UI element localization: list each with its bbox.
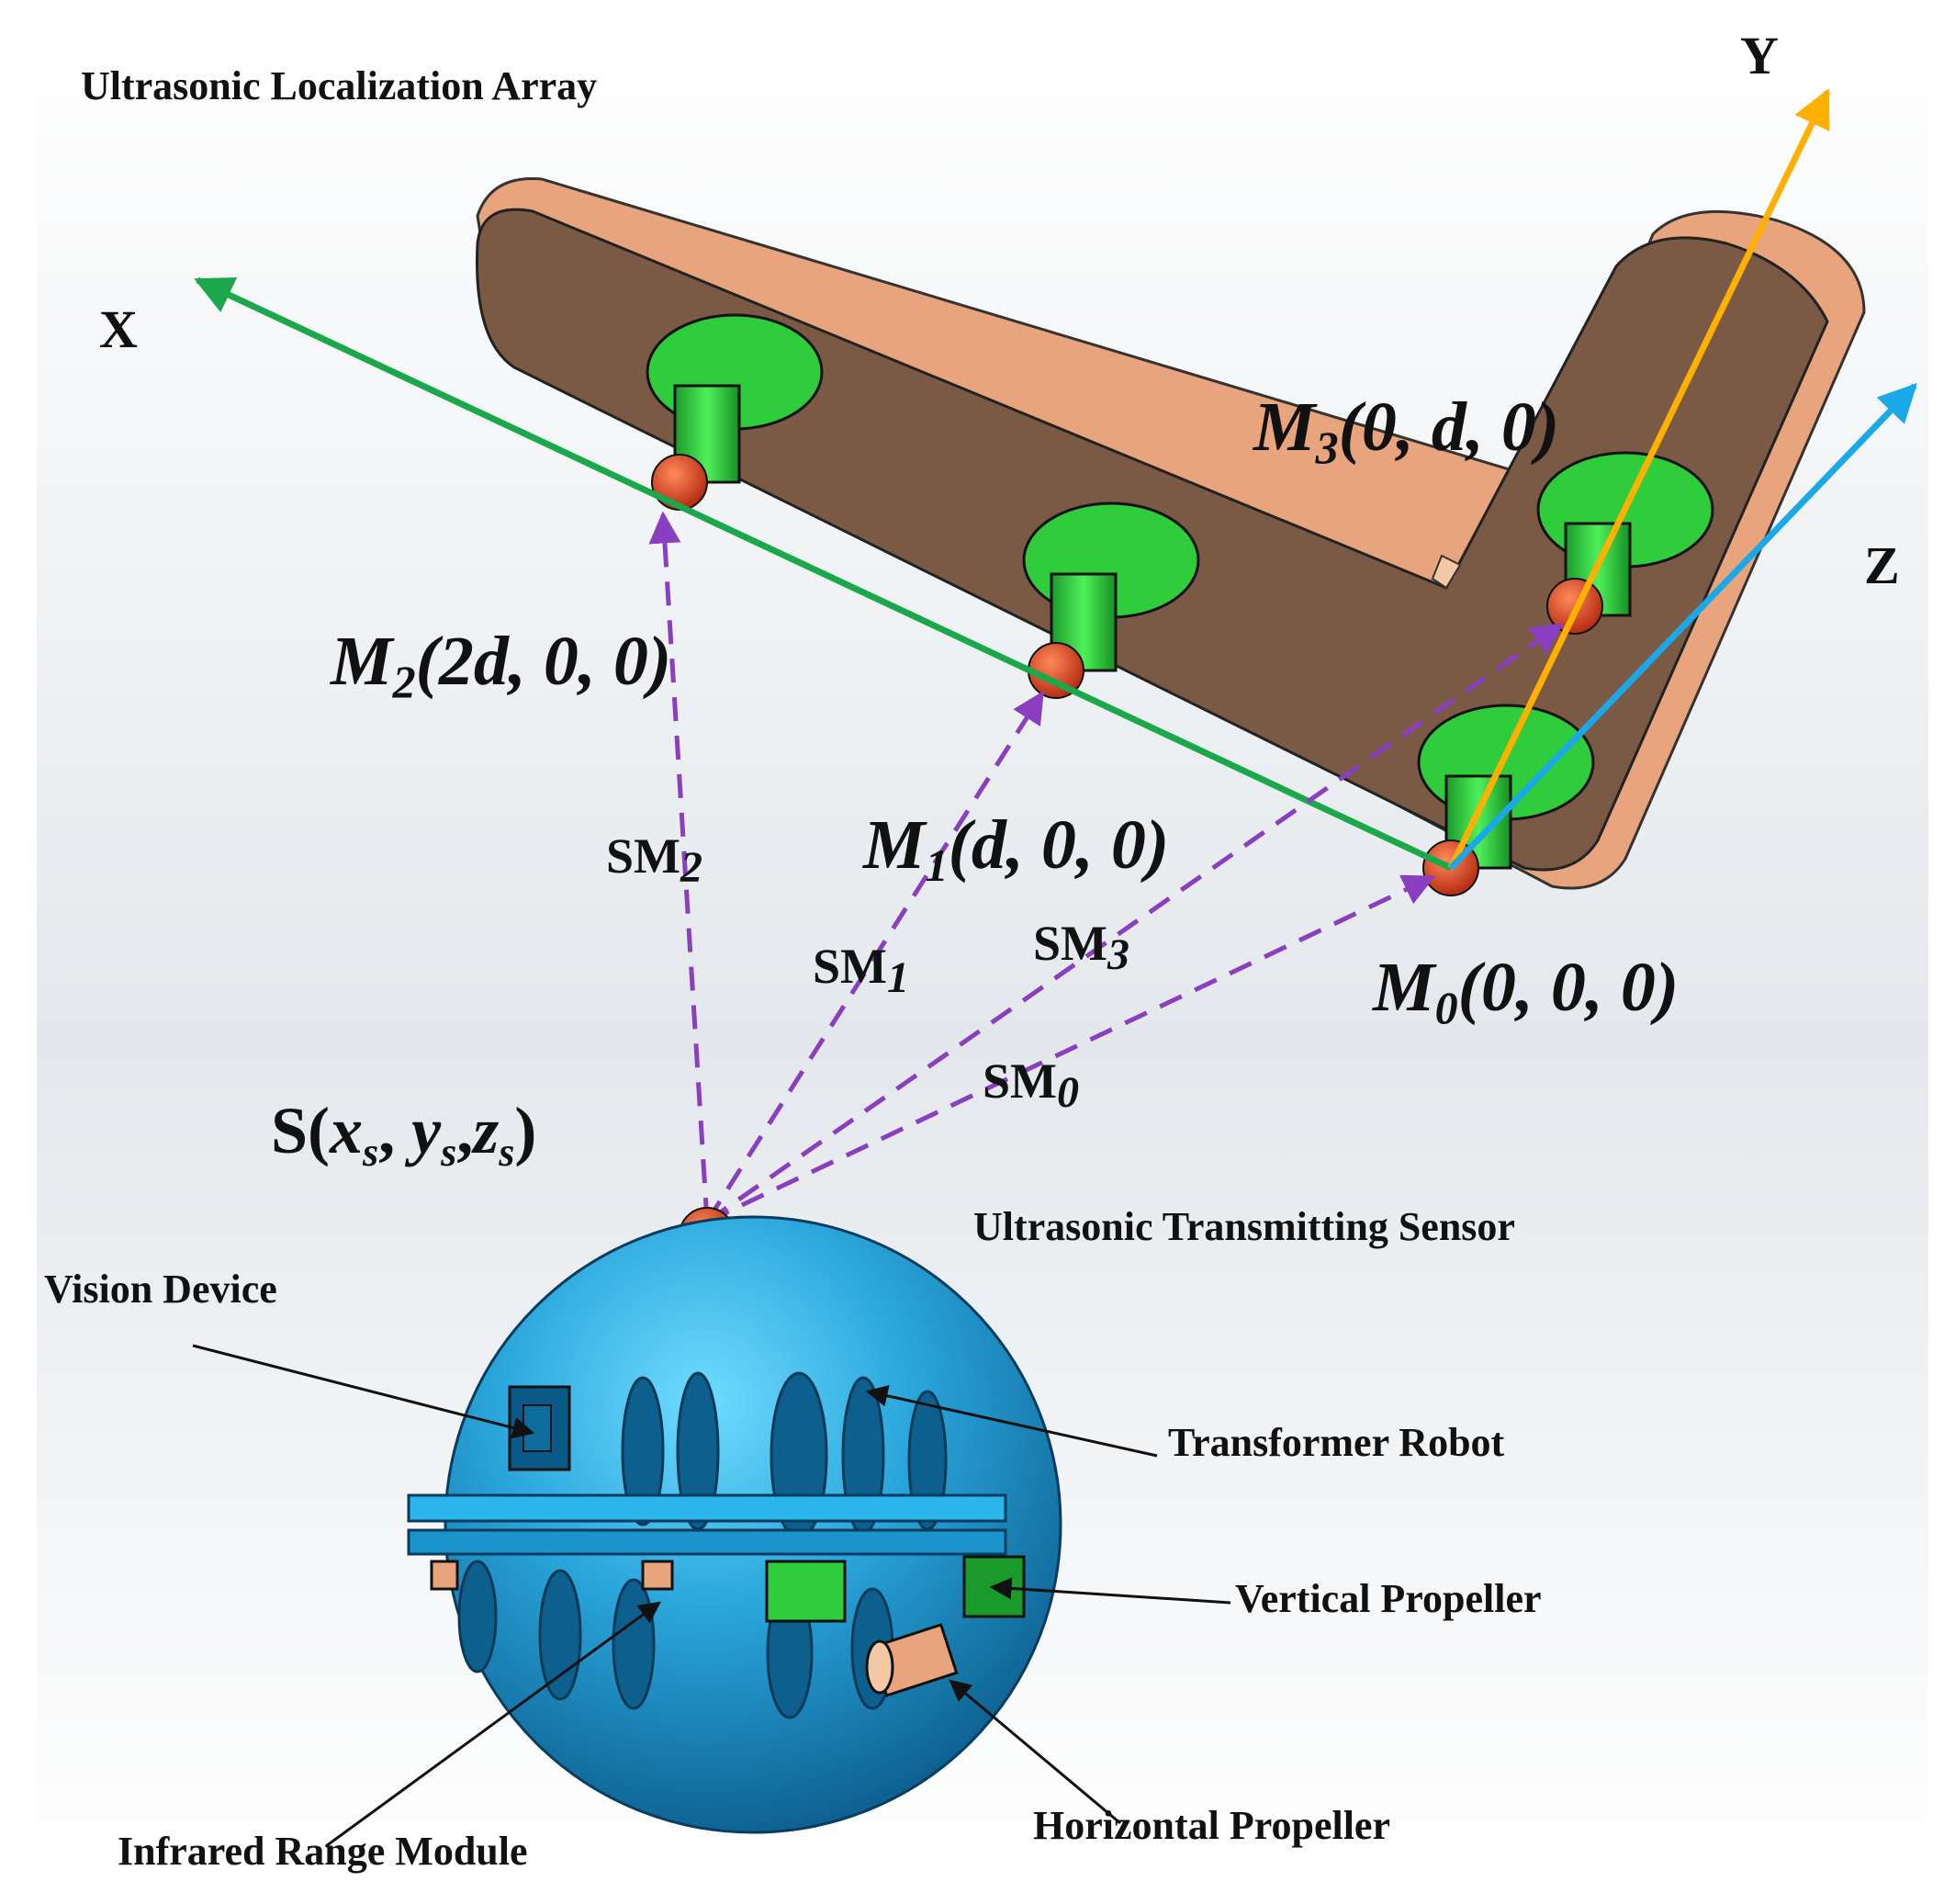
- infrared-module-label: Infrared Range Module: [118, 1829, 528, 1874]
- microphone-m0: [1417, 704, 1595, 896]
- array-title: Ultrasonic Localization Array: [81, 63, 597, 108]
- sm0-line: [705, 874, 1436, 1224]
- z-axis-arrow: [1448, 382, 1917, 871]
- infrared-module-box: [430, 1560, 459, 1591]
- m0-label: M0(0, 0, 0): [1372, 949, 1679, 1033]
- m1-label: M1(d, 0, 0): [862, 806, 1169, 891]
- infrared-leader: [325, 1601, 661, 1848]
- vertical-propeller-box: [765, 1560, 847, 1623]
- axis-x-label: X: [99, 299, 138, 359]
- m3-label: M3(0, d, 0): [1253, 389, 1559, 473]
- distance-lines: [648, 511, 1564, 1224]
- y-axis-arrow: [1447, 88, 1831, 870]
- sm0-label: SM0: [983, 1053, 1079, 1117]
- vision-device-label: Vision Device: [44, 1267, 277, 1312]
- transformer-robot-label: Transformer Robot: [1168, 1420, 1505, 1465]
- sm2-line: [648, 511, 710, 1222]
- horizontal-propeller-label: Horizontal Propeller: [1033, 1803, 1390, 1848]
- axis-z-label: Z: [1864, 535, 1900, 595]
- source-label: S(xs, ys,zs): [271, 1094, 536, 1175]
- robot-leader: [865, 1384, 1158, 1458]
- m2-label: M2(2d, 0, 0): [330, 623, 671, 707]
- vision-leader: [192, 1344, 535, 1439]
- sm3-line: [705, 622, 1564, 1224]
- horizontal-propeller-cylinder: [865, 1623, 959, 1697]
- microphone-m2: [646, 313, 824, 511]
- sm2-label: SM2: [606, 828, 702, 892]
- axis-y-label: Y: [1740, 26, 1779, 85]
- microphone-m1: [1022, 501, 1200, 699]
- horizontal-propeller-leader: [949, 1679, 1121, 1825]
- sm1-label: SM1: [813, 939, 909, 1002]
- sensor-title: Ultrasonic Transmitting Sensor: [973, 1204, 1515, 1249]
- sm3-label: SM3: [1033, 916, 1129, 979]
- x-axis-arrow: [194, 276, 1453, 872]
- vertical-propeller-leader: [989, 1577, 1231, 1605]
- sm1-line: [704, 691, 1045, 1223]
- vertical-propeller-label: Vertical Propeller: [1235, 1576, 1542, 1621]
- transformer-robot: [407, 1207, 1062, 1834]
